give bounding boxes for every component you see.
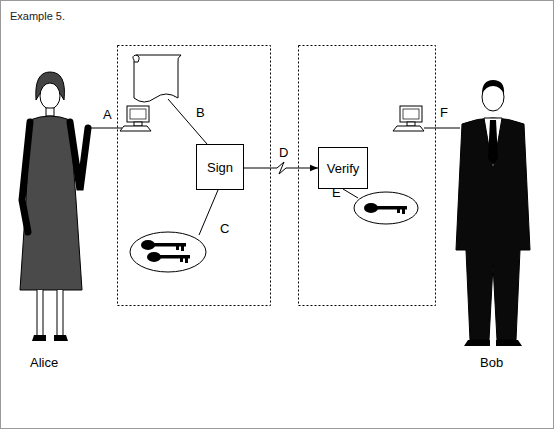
arm — [70, 122, 88, 190]
monitor — [127, 106, 149, 122]
sender-boundary — [118, 46, 271, 306]
key-tooth — [397, 209, 400, 213]
shoes — [32, 335, 68, 341]
neck — [46, 108, 54, 116]
callout-letter: C — [220, 222, 229, 235]
private-key-icon — [141, 240, 190, 263]
leader-line — [168, 99, 207, 144]
key-tooth — [180, 258, 183, 262]
key-tooth — [181, 246, 184, 251]
key-shaft — [152, 243, 186, 247]
leader-line — [424, 128, 460, 129]
callout-letter: B — [196, 106, 205, 119]
public-key-icon — [364, 203, 407, 214]
alice-figure — [20, 72, 88, 341]
suit — [456, 118, 530, 340]
signed-message-arrow — [244, 162, 318, 174]
receiver-boundary — [299, 46, 436, 306]
head — [40, 83, 60, 109]
document-curl — [134, 55, 139, 62]
leader-line — [343, 189, 358, 198]
process-box: Verify — [318, 147, 368, 189]
key-shaft — [375, 206, 407, 210]
key-tooth — [185, 258, 188, 263]
shirt — [484, 118, 502, 170]
callout-letter: F — [440, 106, 448, 119]
hair — [482, 80, 504, 94]
keyboard — [120, 126, 151, 131]
document-icon — [133, 55, 181, 102]
diagram-title: Example 5. — [10, 10, 65, 22]
person-name: Bob — [480, 356, 503, 369]
leader-line — [199, 190, 218, 235]
shoes — [464, 340, 522, 346]
arm — [22, 122, 30, 232]
key-pair-ellipse — [130, 232, 206, 272]
box-label: Verify — [327, 161, 360, 176]
box-label: Sign — [207, 160, 233, 175]
public-key-ellipse — [354, 192, 418, 224]
callout-letter: A — [103, 108, 112, 121]
legs — [40, 290, 60, 335]
monitor-stand — [134, 122, 142, 126]
key-shaft — [158, 255, 190, 259]
screen — [130, 109, 146, 119]
legs — [40, 290, 60, 335]
monitor — [400, 106, 422, 122]
monitor-stand — [407, 122, 415, 126]
process-box: Sign — [196, 144, 244, 190]
computer-icon — [393, 106, 424, 131]
tie — [488, 120, 498, 165]
computer-icon — [120, 106, 151, 131]
screen — [403, 109, 419, 119]
bob-figure — [456, 80, 530, 346]
person-name: Alice — [30, 356, 58, 369]
key-tooth — [402, 209, 405, 214]
callout-letter: E — [332, 186, 341, 199]
key-tooth — [176, 246, 179, 250]
keyboard — [393, 126, 424, 131]
callout-letter: D — [279, 146, 288, 159]
